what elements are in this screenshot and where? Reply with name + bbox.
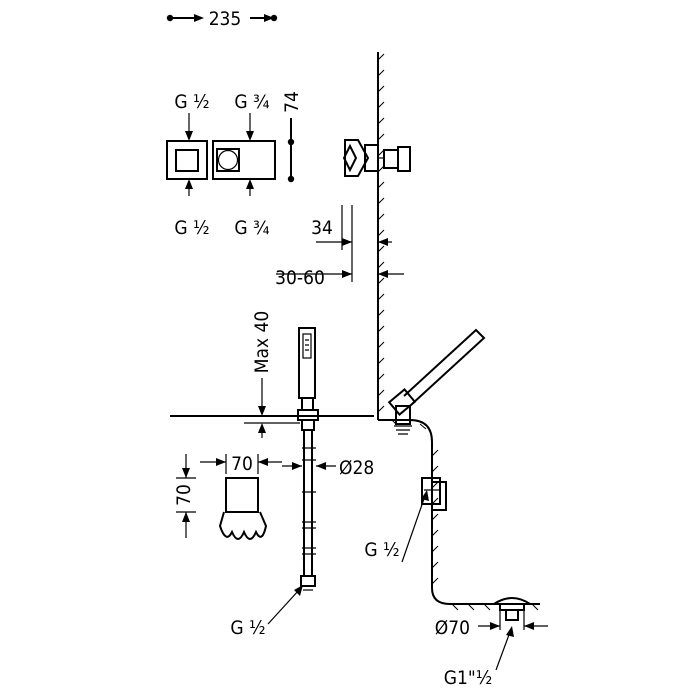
height-74-label: 74 <box>281 91 303 113</box>
spout-height-label: 70 <box>173 484 195 506</box>
overflow-diameter-label: Ø70 <box>435 617 470 639</box>
thread-label-left-bottom: G ½ <box>174 217 209 239</box>
spout-width-label: 70 <box>231 453 253 475</box>
hose-diameter-dimension: Ø28 <box>282 457 374 479</box>
max-40-dimension: Max 40 <box>244 311 300 438</box>
side-connection-thread: G ½ <box>364 539 399 561</box>
depth-34-label: 34 <box>311 217 333 239</box>
height-dimension-74: 74 <box>281 91 303 183</box>
wall-mounted-valve <box>342 139 411 177</box>
side-connection: G ½ <box>364 477 447 563</box>
hose-diameter-label: Ø28 <box>339 457 374 479</box>
depth-range-label: 30-60 <box>275 267 325 289</box>
spout-section: 70 70 <box>173 453 282 540</box>
thread-label-right-top: G ¾ <box>234 91 270 113</box>
hose-connection-thread: G ½ <box>230 617 265 639</box>
wall-section <box>377 52 540 611</box>
width-dimension-235: 235 <box>166 8 278 30</box>
hose-connection: G ½ <box>230 585 303 639</box>
max-40-label: Max 40 <box>251 311 273 374</box>
wall-hand-shower <box>387 328 486 435</box>
depth-dimension-30-60: 30-60 <box>275 267 404 289</box>
waste-thread-label: G1"½ <box>444 667 493 689</box>
box-right <box>212 140 276 180</box>
concealed-box-plan-view: G ½ G ¾ G ½ G ¾ <box>166 91 276 239</box>
deck-hand-shower <box>297 327 319 591</box>
width-label: 235 <box>209 8 242 30</box>
depth-dimension-34: 34 <box>311 205 392 282</box>
thread-label-right-bottom: G ¾ <box>234 217 270 239</box>
bath-waste: Ø70 G1"½ <box>435 597 548 689</box>
box-left <box>166 140 208 180</box>
thread-label-left-top: G ½ <box>174 91 209 113</box>
